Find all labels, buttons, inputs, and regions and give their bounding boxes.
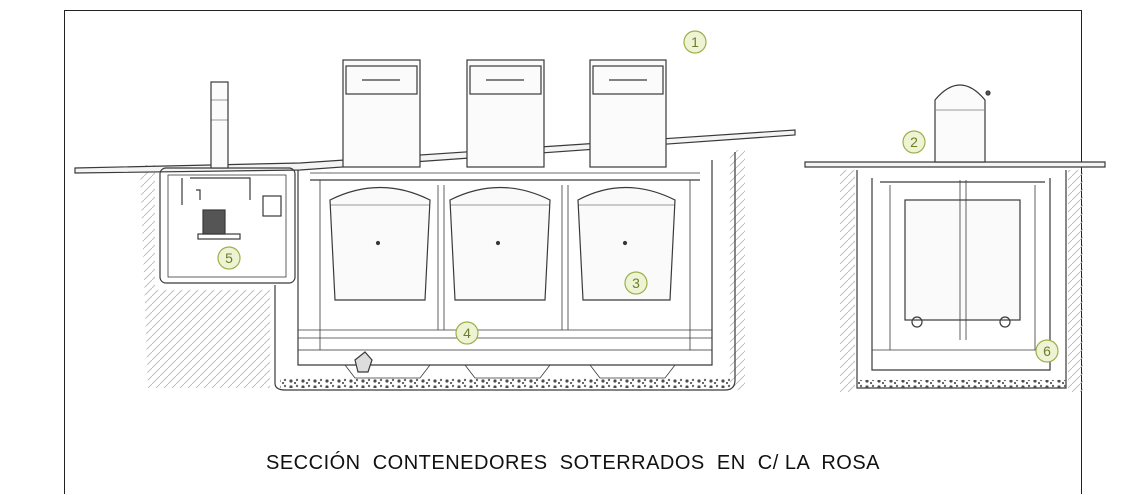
surface-bin-side <box>934 84 986 163</box>
underground-container-3 <box>577 187 676 301</box>
marker-6: 6 <box>1035 339 1059 363</box>
ground-slab <box>74 129 796 174</box>
marker-1: 1 <box>683 30 707 54</box>
svg-text:6: 6 <box>1043 343 1051 359</box>
drawing-caption: SECCIÓN CONTENEDORES SOTERRADOS EN C/ LA… <box>266 452 880 474</box>
drain-valve <box>354 351 373 373</box>
marker-3: 3 <box>624 271 648 295</box>
ground-line-right <box>804 161 1106 168</box>
vent-pipe <box>210 81 229 169</box>
svg-text:4: 4 <box>463 325 471 341</box>
gravel-bed <box>280 378 732 388</box>
pit-outer <box>274 152 736 391</box>
gravel-bed-right <box>857 380 1066 388</box>
underground-container-2 <box>449 187 551 301</box>
hydraulic-unit <box>181 177 282 240</box>
svg-text:3: 3 <box>632 275 640 291</box>
marker-4: 4 <box>455 321 479 345</box>
cross-section <box>804 84 1106 392</box>
svg-text:5: 5 <box>225 250 233 266</box>
soil-right <box>730 150 745 390</box>
main-section <box>74 59 796 391</box>
surface-bin-3 <box>589 59 667 168</box>
underground-container-side <box>904 199 1021 321</box>
marker-5: 5 <box>217 246 241 270</box>
surface-bin-2 <box>466 59 545 168</box>
svg-text:2: 2 <box>910 134 918 150</box>
marker-2: 2 <box>902 130 926 154</box>
svg-text:1: 1 <box>691 34 699 50</box>
surface-bin-1 <box>342 59 421 168</box>
soil-left <box>140 165 270 388</box>
underground-container-1 <box>329 187 431 301</box>
